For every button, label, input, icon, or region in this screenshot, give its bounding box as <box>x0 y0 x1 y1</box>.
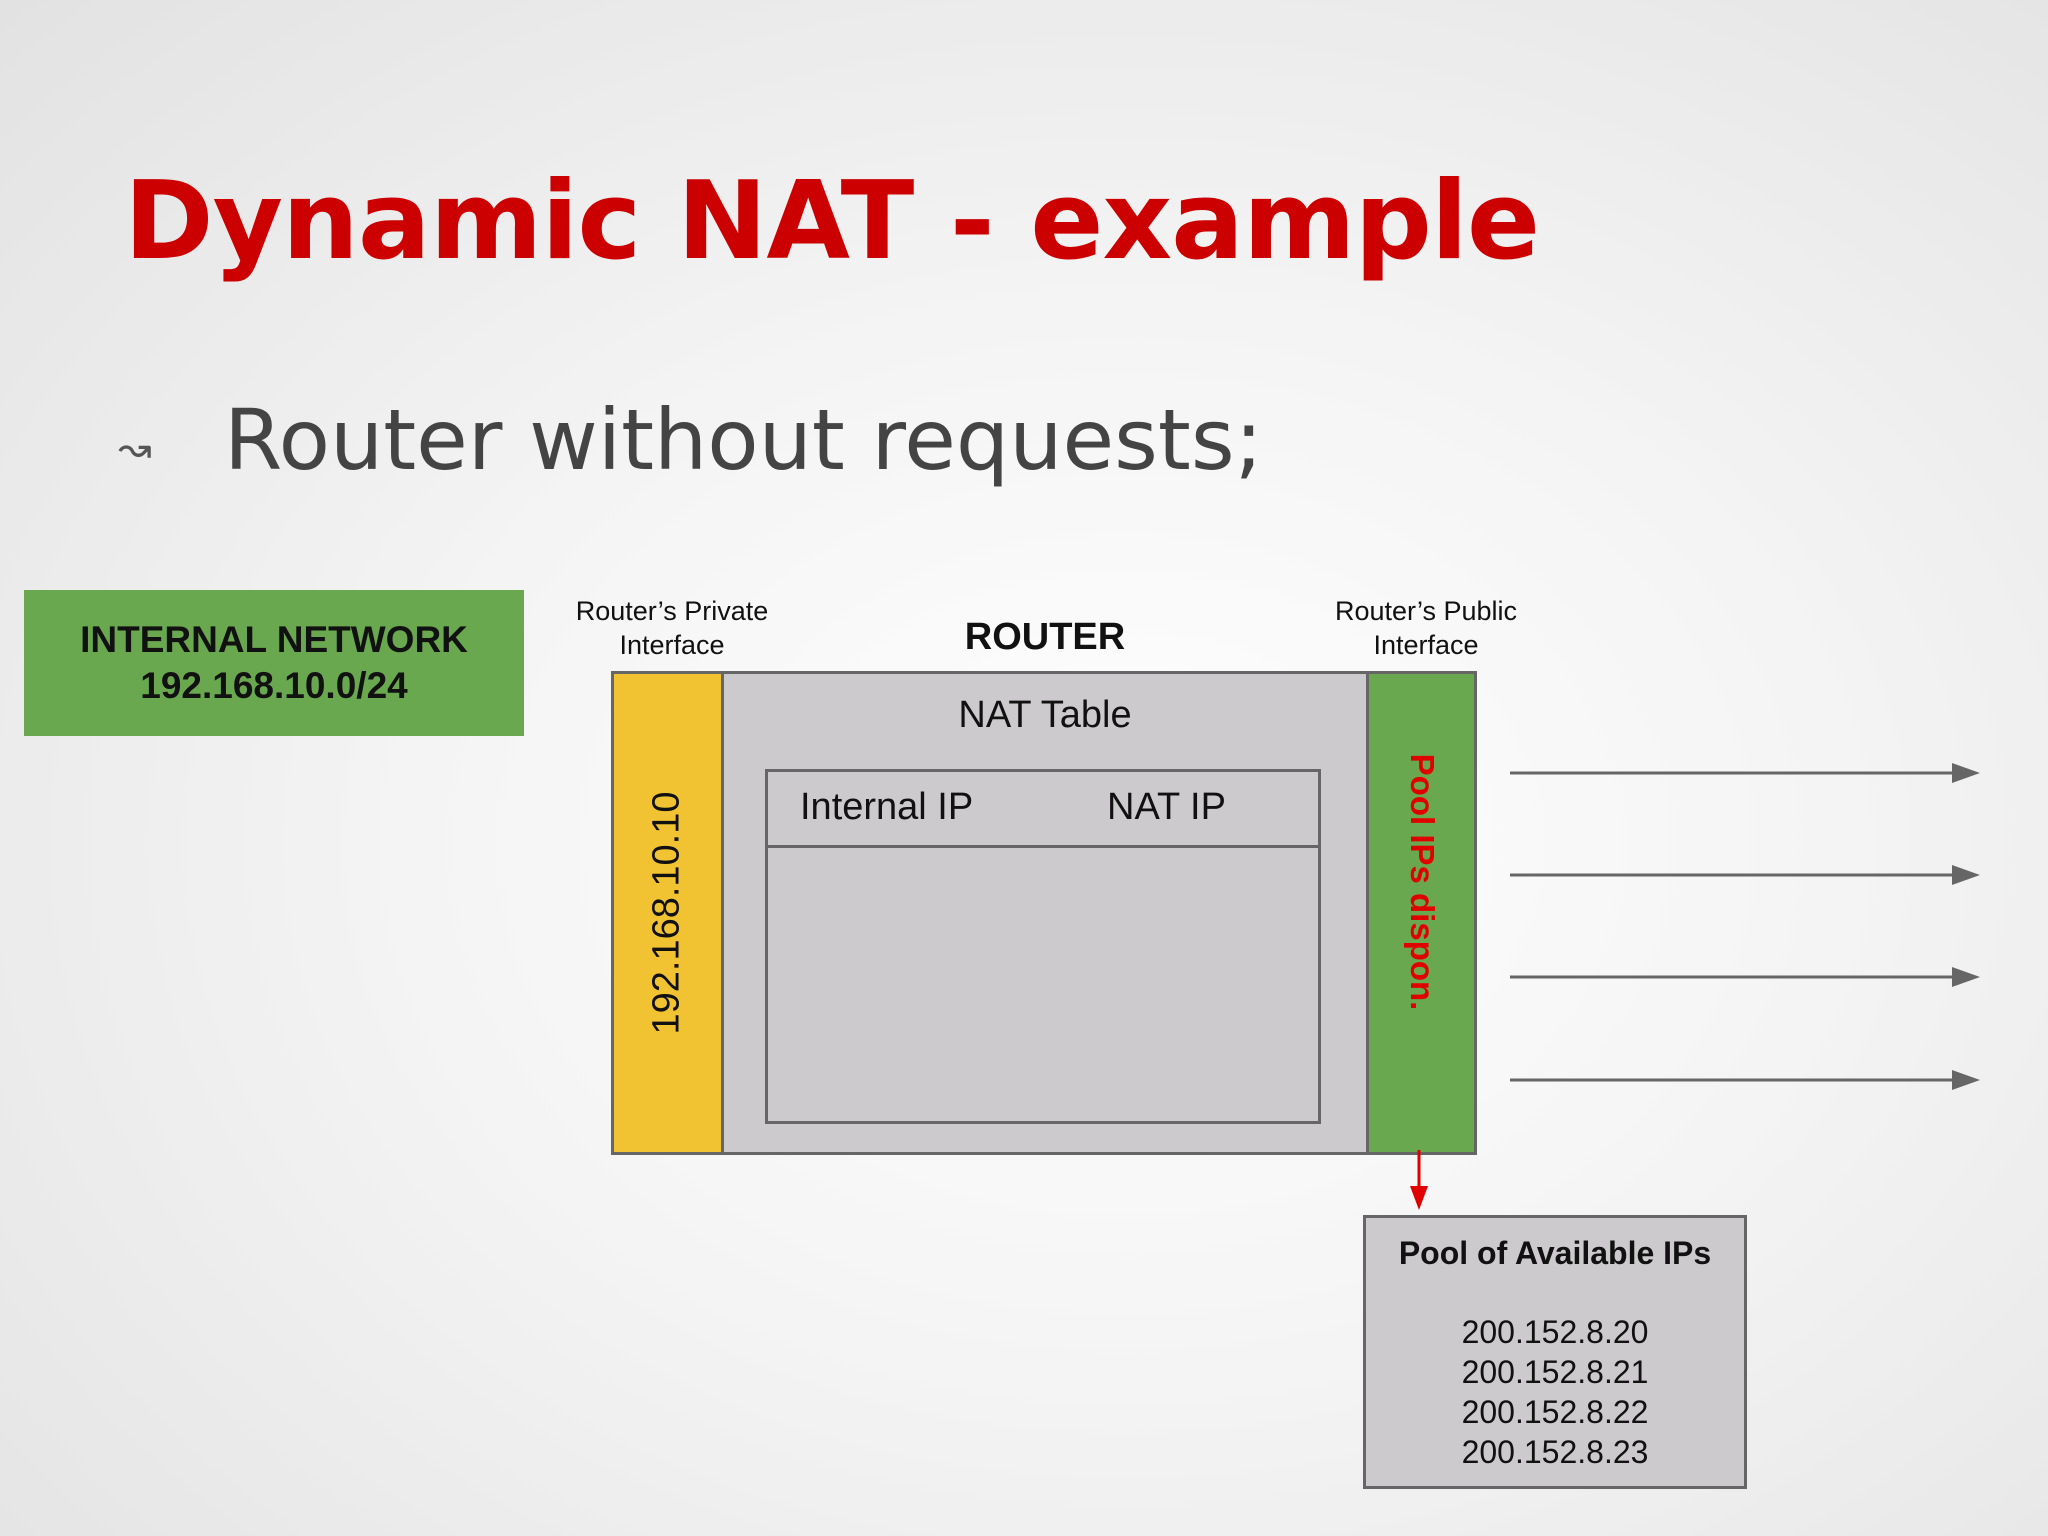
private-interface-label-line2: Interface <box>619 630 725 660</box>
ip-pool-list: 200.152.8.20 200.152.8.21 200.152.8.22 2… <box>1366 1312 1744 1472</box>
nat-table-title: NAT Table <box>958 694 1132 736</box>
bullet-text: Router without requests; <box>224 391 1263 489</box>
ip-pool-item: 200.152.8.21 <box>1461 1354 1649 1390</box>
nat-table-col-internal-ip: Internal IP <box>800 786 974 828</box>
internal-network-label: INTERNAL NETWORK <box>80 619 468 660</box>
nat-table <box>765 769 1321 1124</box>
public-interface-label-line2: Interface <box>1373 630 1479 660</box>
ip-pool-title: Pool of Available IPs <box>1398 1235 1712 1271</box>
outbound-arrow-2 <box>1510 865 1980 885</box>
outbound-arrow-3 <box>1510 967 1980 987</box>
outbound-arrow-4 <box>1510 1070 1980 1090</box>
bullet-arrow-icon: ↝ <box>118 426 152 472</box>
public-interface-label-line1: Router’s Public <box>1334 596 1518 626</box>
public-interface <box>1366 671 1477 1155</box>
pool-link-arrow <box>1410 1150 1428 1210</box>
router-label: ROUTER <box>964 616 1126 658</box>
private-interface <box>611 671 724 1155</box>
private-interface-label-line1: Router’s Private <box>575 596 769 626</box>
ip-pool-item: 200.152.8.20 <box>1461 1314 1649 1350</box>
private-interface-label: Router’s Private Interface <box>560 594 784 662</box>
ip-pool-item: 200.152.8.23 <box>1461 1434 1649 1470</box>
nat-table-col-nat-ip: NAT IP <box>1107 786 1226 828</box>
slide-title: Dynamic NAT - example <box>124 159 1540 284</box>
internal-network-box: INTERNAL NETWORK 192.168.10.0/24 <box>24 590 524 736</box>
ip-pool-box: Pool of Available IPs 200.152.8.20 200.1… <box>1363 1215 1747 1489</box>
outbound-arrow-1 <box>1510 763 1980 783</box>
public-interface-label: Router’s Public Interface <box>1316 594 1536 662</box>
nat-table-header <box>768 772 1318 848</box>
internal-network-subnet: 192.168.10.0/24 <box>140 665 408 706</box>
ip-pool-item: 200.152.8.22 <box>1461 1394 1649 1430</box>
